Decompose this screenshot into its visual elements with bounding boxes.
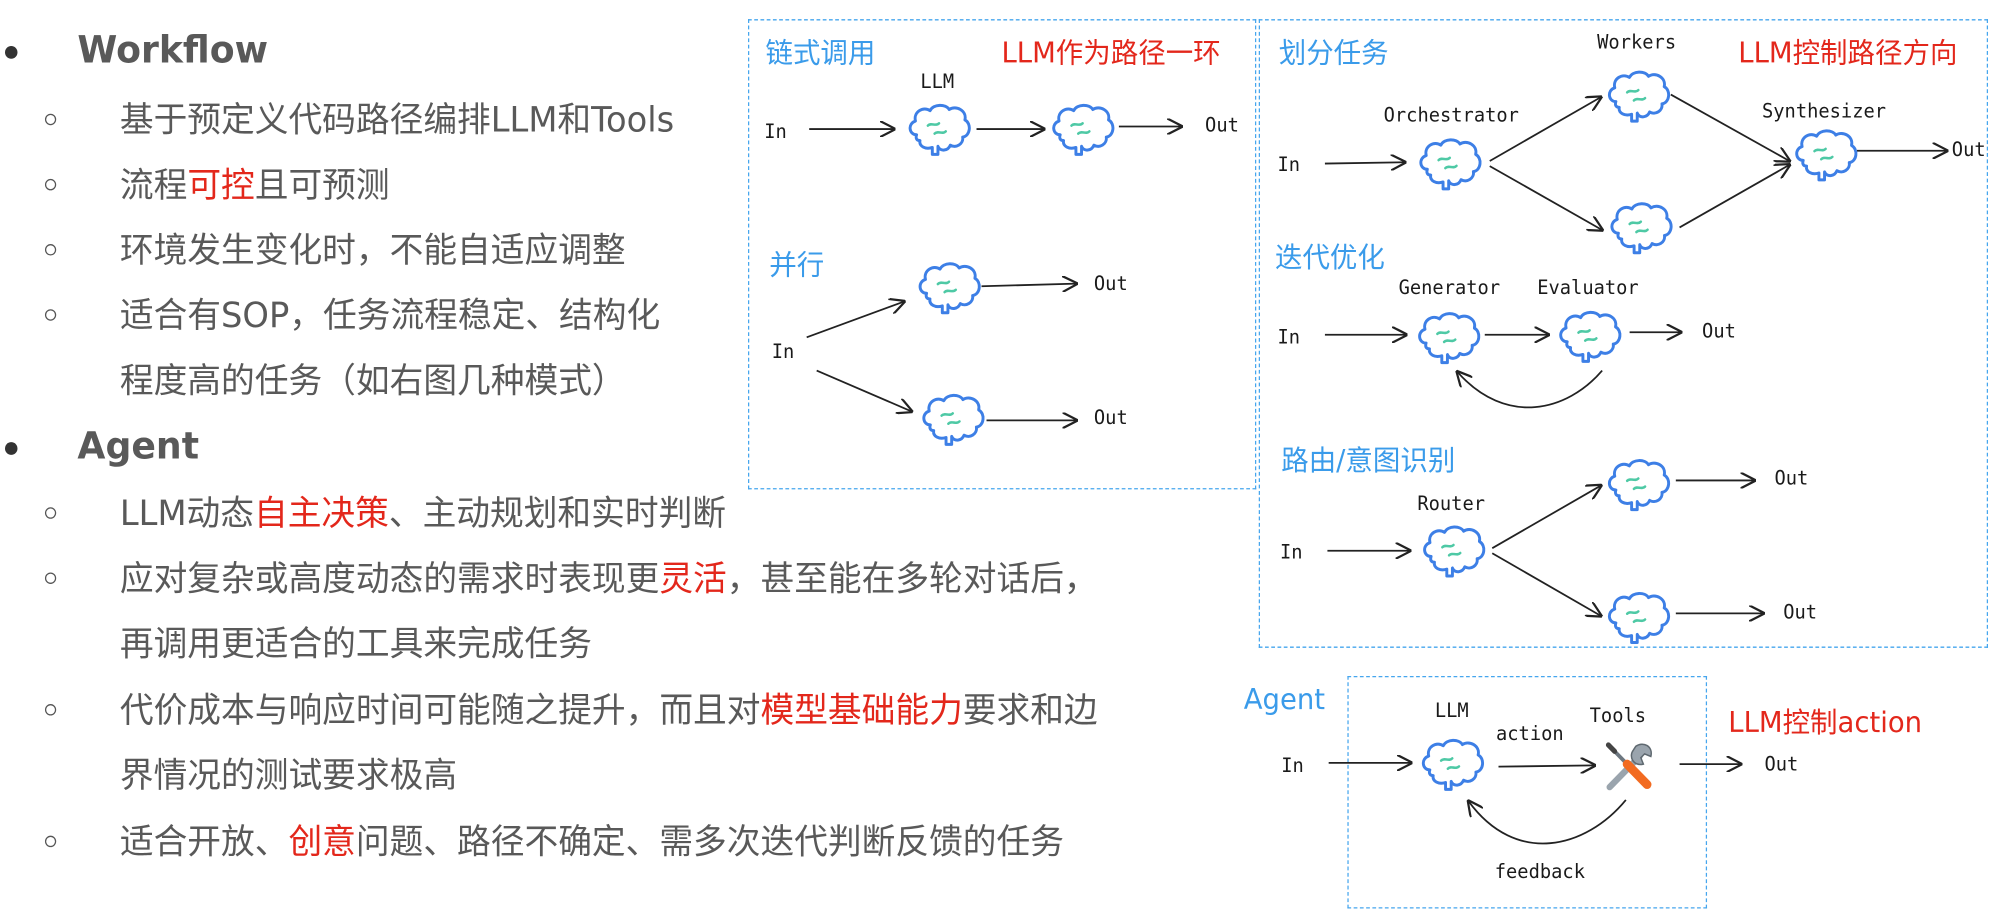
node-label: Orchestrator — [1383, 103, 1519, 127]
list-item-text: 再调用更适合的工具来完成任务 — [119, 624, 592, 665]
parallel-label: 并行 — [769, 250, 825, 283]
edge-label: feedback — [1494, 859, 1585, 883]
list-item-text: 应对复杂或高度动态的需求时表现更灵活，甚至能在多轮对话后， — [119, 559, 1098, 600]
node-out: Out — [1093, 406, 1128, 430]
highlight-text: 可控 — [187, 166, 255, 206]
node-label: Evaluator — [1537, 276, 1639, 300]
arrow — [1498, 765, 1595, 766]
agent-title: Agent — [77, 424, 200, 468]
list-item-text: 基于预定义代码路径编排LLM和Tools — [119, 100, 675, 141]
arrow — [816, 369, 912, 412]
brain-icon — [1415, 308, 1482, 367]
chain-note: LLM作为路径一环 — [1001, 38, 1221, 71]
brain-icon — [915, 258, 982, 317]
node-in: In — [1277, 325, 1301, 349]
route-label: 路由/意图识别 — [1281, 445, 1456, 478]
bullet-circle — [44, 244, 57, 256]
feedback-arrow — [1457, 371, 1603, 409]
highlight-text: 创意 — [288, 822, 356, 863]
arrow — [806, 302, 904, 339]
node-label: Generator — [1398, 276, 1501, 300]
node-label: Synthesizer — [1761, 99, 1887, 123]
node-out: Out — [1093, 272, 1128, 296]
arrow — [1491, 552, 1601, 616]
node-label: LLM — [920, 70, 955, 94]
agent-note: LLM控制action — [1728, 707, 1923, 740]
arrow — [1489, 165, 1602, 230]
brain-icon — [1419, 735, 1486, 794]
highlight-text: 模型基础能力 — [760, 691, 963, 731]
node-label: Workers — [1597, 30, 1677, 54]
agent-diagram-label: Agent — [1243, 684, 1326, 717]
list-item-text: 环境发生变化时，不能自适应调整 — [119, 231, 626, 271]
brain-icon — [1792, 125, 1859, 184]
bullet-dot — [4, 442, 18, 455]
bullet-dot — [4, 46, 18, 59]
bullet-circle — [44, 572, 57, 584]
node-in: In — [771, 339, 795, 363]
arrow — [1491, 486, 1601, 549]
bullet-circle — [44, 309, 57, 321]
list-item-text: 界情况的测试要求极高 — [119, 756, 458, 797]
list-item-text: LLM动态自主决策、主动规划和实时判断 — [119, 494, 727, 535]
agent-box — [1347, 675, 1708, 909]
workflow-box-left — [748, 19, 1257, 490]
list-item-text: 程度高的任务（如右图几种模式） — [119, 361, 626, 402]
node-in: In — [1281, 753, 1304, 777]
arrow — [981, 284, 1077, 287]
node-label: Router — [1417, 491, 1485, 515]
node-out: Out — [1774, 466, 1809, 490]
brain-icon — [1605, 455, 1672, 514]
brain-icon — [1416, 134, 1483, 193]
highlight-text: 灵活 — [659, 559, 727, 600]
node-out: Out — [1783, 600, 1818, 624]
node-in: In — [1279, 540, 1303, 564]
node-in: In — [1277, 153, 1301, 177]
brain-icon — [1605, 66, 1672, 125]
bullet-circle — [44, 704, 57, 716]
brain-icon — [919, 390, 986, 449]
list-item-text: 代价成本与响应时间可能随之提升，而且对模型基础能力要求和边 — [119, 691, 1098, 731]
brain-icon — [1556, 307, 1623, 366]
chain-label: 链式调用 — [765, 38, 876, 71]
node-out: Out — [1764, 752, 1799, 776]
node-out: Out — [1702, 319, 1736, 343]
bullet-circle — [44, 178, 57, 191]
list-item-text: 适合开放、创意问题、路径不确定、需多次迭代判断反馈的任务 — [119, 822, 1064, 863]
split-note: LLM控制路径方向 — [1738, 38, 1958, 71]
arrow — [1324, 162, 1405, 163]
arrow — [1670, 93, 1790, 161]
brain-icon — [1607, 198, 1674, 257]
brain-icon — [905, 100, 972, 159]
feedback-arrow — [1469, 800, 1627, 845]
iterate-label: 迭代优化 — [1274, 242, 1385, 275]
arrow — [1679, 165, 1790, 229]
node-label: LLM — [1434, 698, 1469, 722]
brain-icon — [1605, 588, 1672, 647]
list-item-text: 适合有SOP，任务流程稳定、结构化 — [119, 296, 661, 337]
arrow — [1489, 97, 1601, 162]
workflow-box-right — [1258, 19, 1989, 648]
edge-label: action — [1496, 721, 1564, 745]
node-in: In — [764, 120, 787, 144]
workflow-title: Workflow — [77, 28, 269, 72]
node-out: Out — [1951, 138, 1986, 162]
list-item-text: 流程可控且可预测 — [119, 166, 390, 206]
split-label: 划分任务 — [1278, 38, 1389, 71]
brain-icon — [1420, 521, 1487, 580]
bullet-circle — [44, 835, 57, 848]
node-label: Tools — [1589, 704, 1647, 728]
bullet-circle — [44, 507, 57, 519]
node-out: Out — [1205, 113, 1239, 137]
highlight-text: 自主决策 — [253, 494, 389, 535]
bullet-circle — [44, 113, 57, 126]
brain-icon — [1049, 100, 1116, 159]
wrench-screwdriver-icon — [1605, 742, 1652, 791]
